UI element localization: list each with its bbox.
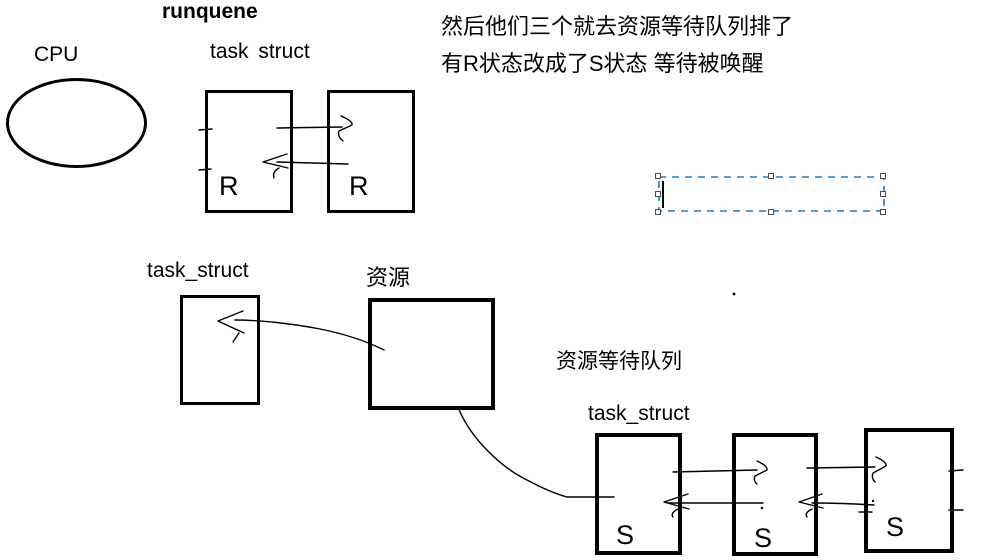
task-state-s3: S (886, 512, 905, 542)
text-cursor (662, 181, 664, 208)
selection-handle-se[interactable] (880, 209, 886, 215)
task-state-r1: R (219, 171, 239, 201)
selection-handle-nw[interactable] (655, 173, 661, 179)
task-state-s2: S (754, 523, 773, 553)
cpu-ellipse (6, 78, 147, 168)
selection-handle-sw[interactable] (655, 209, 661, 215)
selection-handle-s[interactable] (768, 209, 774, 215)
selection-handle-n[interactable] (768, 173, 774, 179)
runqueue-task-struct-label: task struct (210, 40, 310, 63)
selection-dashed-border (658, 176, 885, 212)
task-state-s1: S (616, 520, 635, 550)
middle-task-box (180, 295, 260, 405)
waitqueue-task-struct-label: task_struct (588, 402, 690, 425)
selection-handle-e[interactable] (880, 191, 886, 197)
selection-handle-ne[interactable] (880, 173, 886, 179)
waitqueue-task-box-3: S (864, 428, 954, 553)
runqueue-task-box-1: R (205, 90, 293, 213)
resource-box (368, 298, 495, 410)
task-state-r2: R (349, 171, 369, 201)
runqueue-task-box-2: R (327, 90, 415, 213)
cpu-label: CPU (34, 43, 79, 66)
note-line-2: 有R状态改成了S状态 等待被唤醒 (441, 51, 764, 76)
waitqueue-task-box-1: S (595, 433, 682, 555)
resource-label: 资源 (366, 265, 411, 290)
note-line-1: 然后他们三个就去资源等待队列排了 (441, 14, 794, 39)
selection-text-box[interactable] (655, 173, 886, 215)
wait-queue-label: 资源等待队列 (556, 350, 682, 373)
runqueue-title: runquene (162, 0, 258, 23)
waitqueue-task-box-2: S (732, 433, 818, 556)
stray-ink-dot-1 (732, 292, 736, 296)
selection-handle-w[interactable] (655, 191, 661, 197)
middle-task-struct-label: task_struct (147, 259, 249, 282)
